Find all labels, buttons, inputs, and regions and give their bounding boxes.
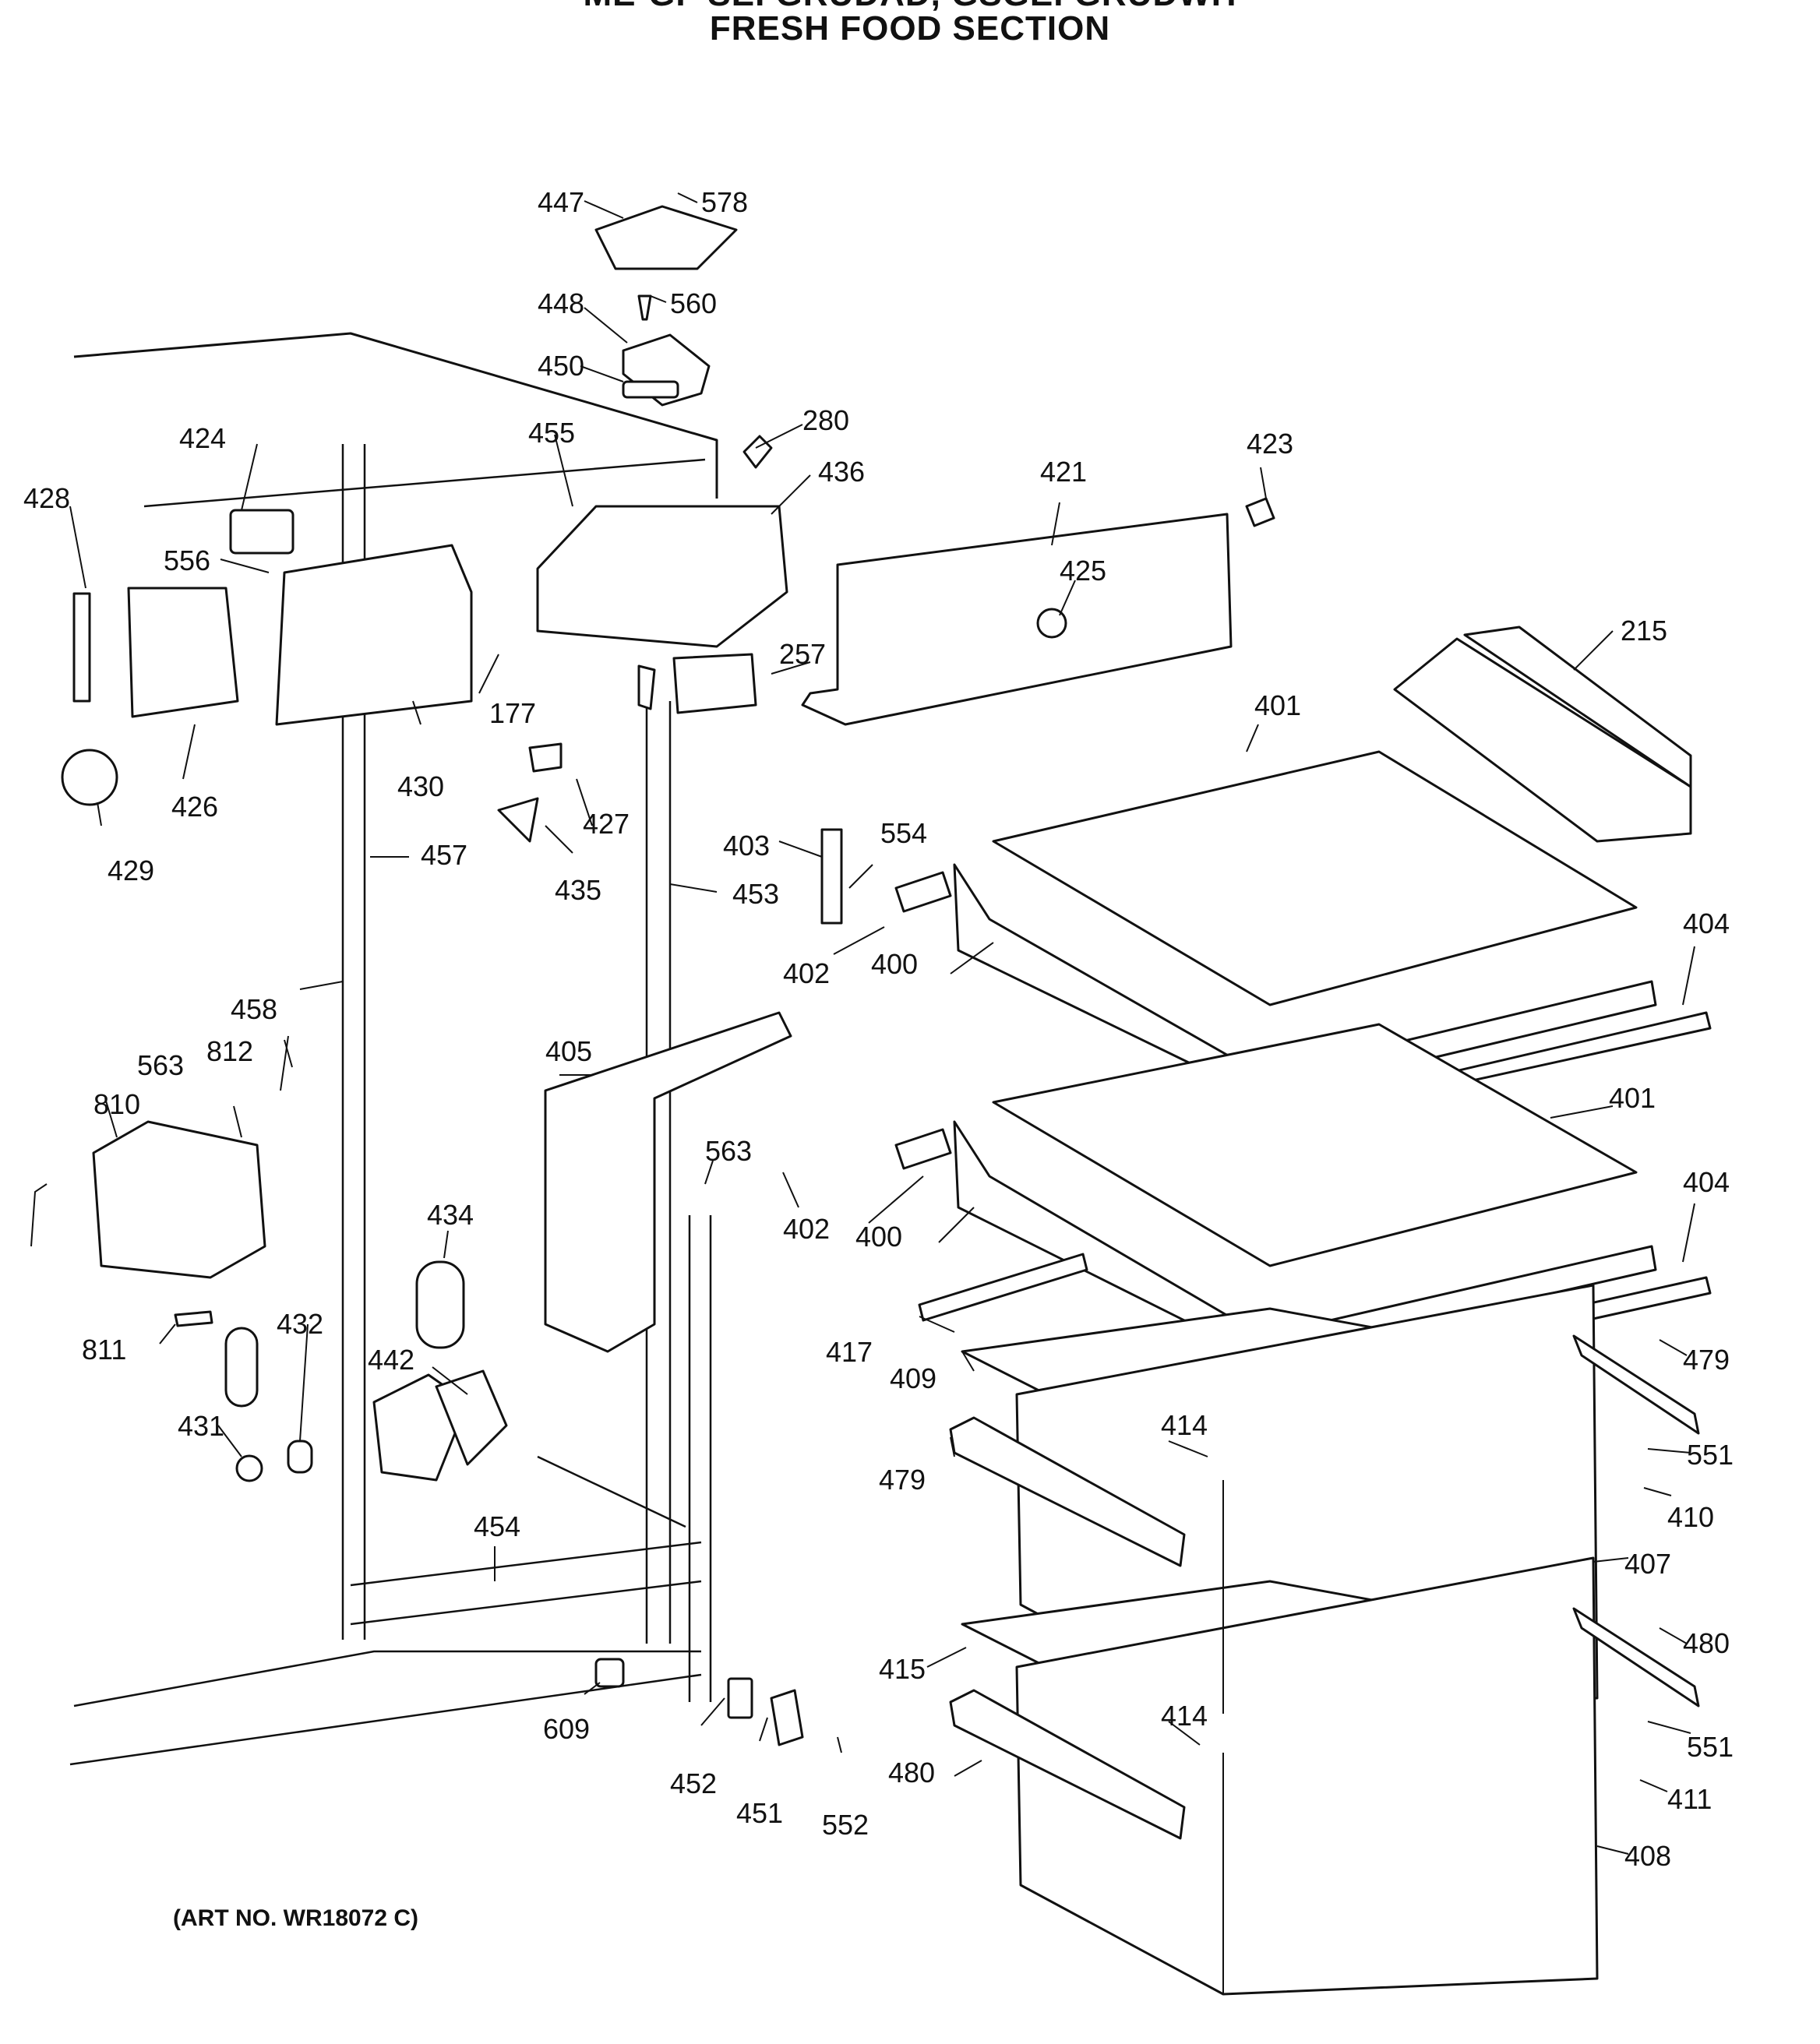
callout: 554 (880, 817, 927, 849)
callout: 404 (1683, 1166, 1730, 1198)
callout: 435 (555, 874, 601, 906)
callout: 810 (93, 1088, 140, 1120)
control-housing (61, 505, 788, 843)
callout: 442 (368, 1344, 414, 1376)
callout: 403 (723, 830, 770, 862)
callout: 563 (137, 1049, 184, 1081)
callout: 578 (701, 186, 748, 218)
callout: 454 (474, 1510, 520, 1542)
crisper-drawers (949, 1284, 1700, 1996)
callout: 447 (538, 186, 584, 218)
glass-shelves (820, 750, 1712, 1373)
callout: 556 (164, 544, 210, 576)
upper-rail (801, 497, 1275, 726)
callout: 434 (427, 1199, 474, 1231)
callout: 425 (1060, 555, 1106, 587)
callout: 402 (783, 1213, 830, 1245)
callout: 451 (736, 1797, 783, 1829)
callout: 458 (231, 993, 277, 1025)
callout: 421 (1040, 456, 1087, 488)
callout: 417 (826, 1336, 873, 1368)
callout: 405 (545, 1035, 592, 1067)
callout: 257 (779, 638, 826, 670)
leader-lines (69, 192, 1695, 1855)
callout: 414 (1161, 1700, 1208, 1732)
callout: 428 (23, 482, 70, 514)
door-bin (1393, 626, 1692, 843)
callout: 427 (583, 808, 630, 840)
callout: 215 (1621, 615, 1667, 647)
callout: 407 (1624, 1548, 1671, 1580)
callout: 479 (879, 1464, 926, 1496)
callout: 812 (206, 1035, 253, 1067)
callout: 480 (1683, 1627, 1730, 1659)
callout: 400 (871, 948, 918, 980)
callout: 423 (1247, 428, 1293, 460)
callout-labels: 447 578 448 560 450 280 455 436 424 428 … (23, 186, 1734, 1872)
callout: 457 (421, 839, 467, 871)
callout: 177 (489, 697, 536, 729)
callout: 452 (670, 1767, 717, 1799)
callout: 811 (82, 1334, 126, 1366)
callout: 401 (1609, 1082, 1656, 1114)
callout: 424 (179, 422, 226, 454)
callout: 409 (890, 1362, 936, 1394)
callout: 415 (879, 1653, 926, 1685)
callout: 448 (538, 287, 584, 319)
callout: 453 (732, 878, 779, 910)
callout: 563 (705, 1135, 752, 1167)
callout: 414 (1161, 1409, 1208, 1441)
callout: 455 (528, 417, 575, 449)
callout: 411 (1667, 1783, 1712, 1815)
callout: 426 (171, 791, 218, 823)
diagram-title-partial: ME-GF SEI GRUDAD, GSGEI GRUDWH (0, 0, 1820, 14)
callout: 402 (783, 957, 830, 989)
callout: 404 (1683, 907, 1730, 939)
art-number: (ART NO. WR18072 C) (173, 1905, 419, 1931)
callout: 551 (1687, 1731, 1734, 1763)
callout: 429 (108, 855, 154, 886)
callout: 609 (543, 1713, 590, 1745)
callout: 431 (178, 1410, 224, 1442)
callout: 430 (397, 770, 444, 802)
callout: 280 (802, 404, 849, 436)
callout: 479 (1683, 1344, 1730, 1376)
callout: 410 (1667, 1501, 1714, 1533)
diagram-title: FRESH FOOD SECTION (709, 9, 1111, 48)
callout: 552 (822, 1809, 869, 1841)
callout: 432 (277, 1308, 323, 1340)
callout: 560 (670, 287, 717, 319)
callout: 400 (855, 1221, 902, 1253)
callout: 401 (1254, 689, 1301, 721)
lower-left-parts (30, 1011, 804, 1746)
callout: 450 (538, 350, 584, 382)
callout: 436 (818, 456, 865, 488)
callout: 408 (1624, 1840, 1671, 1872)
callout: 480 (888, 1757, 935, 1788)
callout: 551 (1687, 1439, 1734, 1471)
